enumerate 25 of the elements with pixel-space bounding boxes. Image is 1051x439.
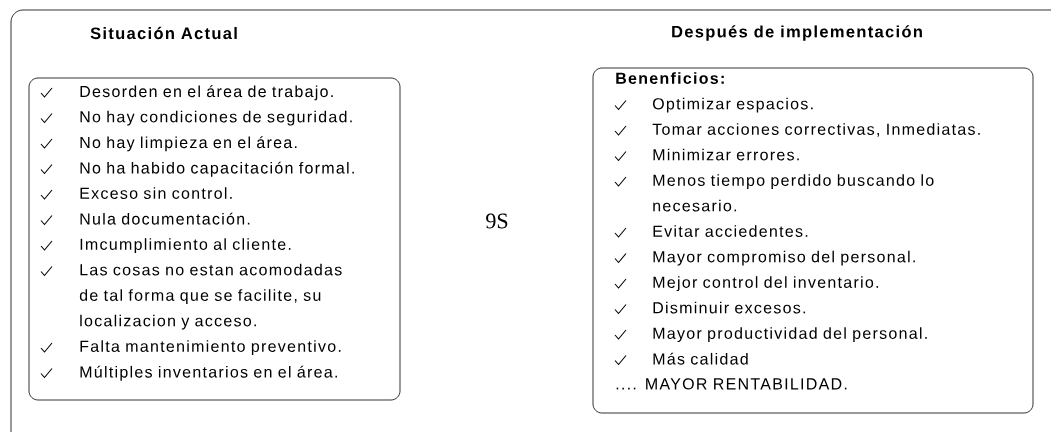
list-item: No ha habido capacitación formal. bbox=[40, 161, 354, 177]
list-item: Más calidad bbox=[614, 352, 748, 366]
list-item: Las cosas no estan acomodadas de tal forma que se facilite, su localizacion y acceso. bbox=[40, 263, 342, 330]
list-item: Nula documentación. bbox=[40, 212, 250, 226]
list-item: Múltiples inventarios en el área. bbox=[40, 365, 337, 381]
list-item: Disminuir excesos. bbox=[614, 301, 806, 315]
list-item: Tomar acciones correctivas, Inmediatas. bbox=[614, 123, 980, 137]
list-item: Mayor compromiso del personal. bbox=[614, 250, 915, 266]
frame-label: 9S bbox=[486, 213, 508, 229]
list-item: Optimizar espacios. bbox=[614, 97, 813, 113]
conclusion: .... MAYOR RENTABILIDAD. bbox=[616, 378, 847, 390]
list-item: Desorden en el área de trabajo. bbox=[40, 85, 333, 101]
list-item: Menos tiempo perdido buscando lo necesario. bbox=[614, 174, 934, 212]
heading: Después de implementación bbox=[672, 25, 922, 41]
list-item: Evitar acciedentes. bbox=[614, 225, 808, 238]
subheading: Benenficios: bbox=[616, 72, 724, 84]
list-item: No hay limpieza en el área. bbox=[40, 136, 297, 152]
list-item: Mejor control del inventario. bbox=[614, 276, 879, 292]
list-item: No hay condiciones de seguridad. bbox=[40, 110, 352, 126]
heading: Situación Actual bbox=[90, 26, 237, 40]
list-item: Falta mantenimiento preventivo. bbox=[40, 340, 341, 356]
list-item: Mayor productividad del personal. bbox=[614, 327, 927, 343]
list-item: Exceso sin control. bbox=[40, 187, 232, 200]
list-item: Imcumplimiento al cliente. bbox=[40, 238, 291, 254]
list-item: Minimizar errores. bbox=[614, 148, 799, 162]
